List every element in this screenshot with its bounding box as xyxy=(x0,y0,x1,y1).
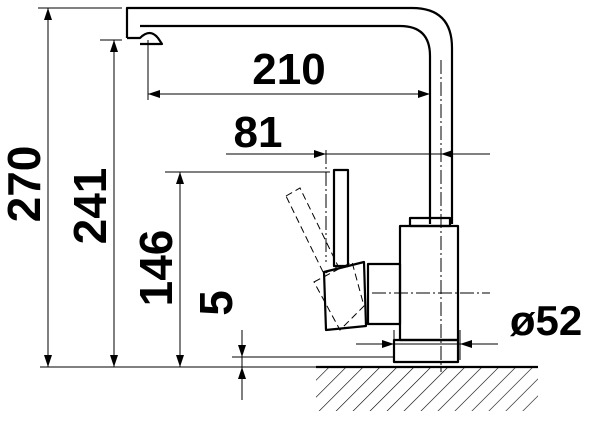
dim-label-diameter-52: ø52 xyxy=(510,297,582,344)
countertop xyxy=(316,365,538,411)
dim-label-81: 81 xyxy=(234,108,283,157)
dim-label-210: 210 xyxy=(252,45,325,94)
dim-label-5: 5 xyxy=(190,290,242,316)
horizontal-dimension-lines xyxy=(148,90,498,348)
center-lines xyxy=(325,60,490,372)
dim-label-146: 146 xyxy=(130,230,182,307)
dim-label-241: 241 xyxy=(64,168,116,245)
dim-label-270: 270 xyxy=(0,146,50,223)
extension-lines xyxy=(38,7,461,368)
vertical-dimension-lines xyxy=(44,8,246,400)
faucet-body xyxy=(125,6,460,364)
lever-alt-position xyxy=(285,187,365,331)
